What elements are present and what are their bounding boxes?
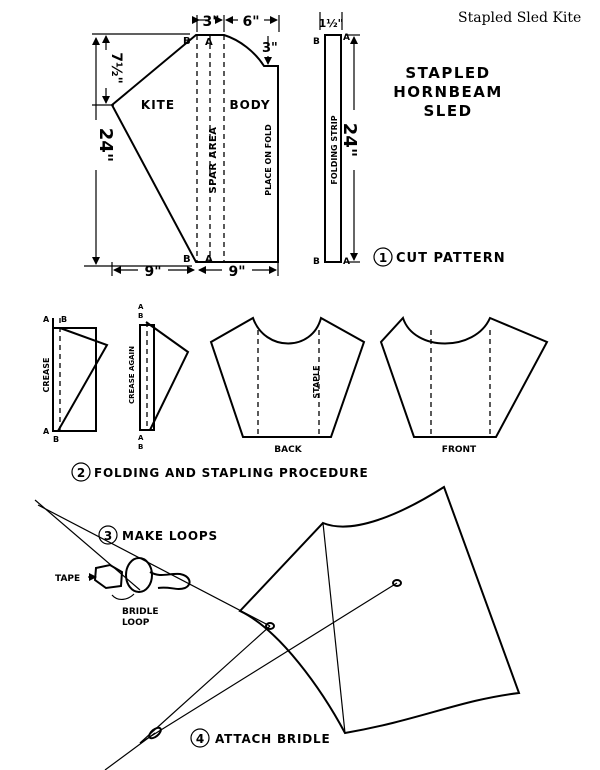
step-4-number: 4 bbox=[196, 732, 204, 746]
fold-2-flap bbox=[145, 321, 190, 431]
bridle-loop-label-2: LOOP bbox=[122, 618, 150, 628]
bridle-loop-arc bbox=[111, 593, 135, 600]
label-spar-area: SPAR AREA bbox=[208, 126, 219, 193]
front-label: FRONT bbox=[442, 445, 477, 455]
step-3-caption: 3 MAKE LOOPS bbox=[98, 525, 218, 545]
dim-notch: 3" bbox=[262, 41, 278, 56]
dim-side-upper: 7½" bbox=[108, 52, 124, 84]
fold-1-point-a: A bbox=[43, 315, 50, 324]
title-line-2: HORNBEAM bbox=[393, 83, 503, 101]
step-4-circle bbox=[190, 728, 210, 748]
page-header-title: Stapled Sled Kite bbox=[458, 10, 581, 26]
strip-point-a-top: A bbox=[343, 33, 350, 43]
kite-outline bbox=[238, 485, 521, 735]
dim-top-left: 3" bbox=[202, 14, 219, 30]
kite-spar-right bbox=[443, 486, 520, 694]
folding-strip: 1½" 24" FOLDING STRIP B A B A bbox=[313, 12, 360, 267]
dim-height: 24" bbox=[95, 128, 116, 162]
step-4-text: ATTACH BRIDLE bbox=[215, 732, 330, 746]
kite-pattern: 3" 6" 3" 7½" 24" 9" 9" B A B A KITE BODY… bbox=[84, 14, 280, 280]
fold-1-point-a-bottom: A bbox=[43, 427, 50, 436]
bridle-line-upper bbox=[34, 499, 141, 591]
fold-1-crease-label: CREASE bbox=[42, 358, 51, 393]
fold-1-flap bbox=[57, 327, 109, 432]
strip-dim-height: 24" bbox=[339, 123, 360, 157]
bridle-attachment-right bbox=[392, 579, 402, 587]
label-body: BODY bbox=[229, 98, 270, 112]
loop-knot bbox=[149, 571, 191, 590]
step-3-text: MAKE LOOPS bbox=[122, 529, 218, 543]
bridle-left-leg bbox=[139, 625, 271, 744]
assembled-kite bbox=[37, 485, 521, 770]
step-2-caption: 2 FOLDING AND STAPLING PROCEDURE bbox=[71, 462, 369, 482]
title-line-1: STAPLED bbox=[405, 64, 490, 82]
pattern-outline bbox=[110, 34, 279, 263]
step-4-caption: 4 ATTACH BRIDLE bbox=[190, 728, 330, 748]
title-line-3: SLED bbox=[423, 102, 472, 120]
dim-top-right: 6" bbox=[242, 14, 259, 30]
back-view-outline bbox=[209, 316, 366, 438]
dim-bottom-right: 9" bbox=[228, 264, 245, 280]
bridle-right-leg bbox=[139, 582, 398, 744]
step-1-text: CUT PATTERN bbox=[396, 251, 506, 266]
fold-2-crease-label: CREASE AGAIN bbox=[128, 346, 136, 404]
fold-2-point-b: B bbox=[138, 312, 143, 320]
bridle-ring bbox=[148, 726, 162, 740]
folding-diagrams: A B A B CREASE A B A B CREASE AGAIN BACK… bbox=[42, 303, 549, 455]
fold-2-point-a: A bbox=[138, 303, 144, 311]
step-2-number: 2 bbox=[77, 466, 85, 480]
point-a-top: A bbox=[205, 37, 213, 48]
strip-point-a-bottom: A bbox=[343, 257, 350, 267]
bridle-main-line bbox=[37, 504, 271, 627]
step-1-circle bbox=[373, 247, 393, 267]
label-kite: KITE bbox=[141, 98, 175, 112]
fold-2-point-b-bottom: B bbox=[138, 443, 143, 451]
dim-bottom-left: 9" bbox=[144, 264, 161, 280]
back-label: BACK bbox=[274, 445, 302, 455]
fold-1-rect bbox=[52, 327, 97, 432]
step-2-text: FOLDING AND STAPLING PROCEDURE bbox=[94, 466, 369, 480]
strip-label: FOLDING STRIP bbox=[330, 115, 339, 184]
loop-ring bbox=[125, 557, 153, 593]
step-3-circle bbox=[98, 525, 118, 545]
step-1-caption: 1 CUT PATTERN bbox=[373, 247, 506, 267]
fold-1-point-b: B bbox=[61, 315, 67, 324]
strip-dim-width: 1½" bbox=[319, 17, 344, 30]
point-b-bottom: B bbox=[183, 254, 191, 265]
step-2-circle bbox=[71, 462, 91, 482]
loops-illustration: TAPE BRIDLE LOOP bbox=[34, 499, 191, 628]
kite-spar-left bbox=[322, 522, 346, 734]
staple-label: STAPLE bbox=[312, 365, 321, 398]
tape-label: TAPE bbox=[55, 574, 80, 584]
step-1-number: 1 bbox=[379, 251, 387, 265]
fold-1-point-b-bottom: B bbox=[53, 435, 59, 444]
bridle-attachment-left bbox=[265, 622, 275, 630]
tow-line bbox=[104, 732, 156, 770]
fold-2-point-a-bottom: A bbox=[138, 434, 144, 442]
label-place-on-fold: PLACE ON FOLD bbox=[264, 124, 273, 196]
strip-point-b-bottom: B bbox=[313, 257, 320, 267]
point-a-bottom: A bbox=[205, 254, 213, 265]
tape-piece bbox=[93, 563, 124, 590]
bridle-loop-label-1: BRIDLE bbox=[122, 607, 159, 617]
strip-outline bbox=[324, 34, 342, 263]
main-title: STAPLED HORNBEAM SLED bbox=[393, 64, 503, 120]
step-3-number: 3 bbox=[104, 529, 112, 543]
front-view-outline bbox=[379, 316, 549, 438]
point-b-top: B bbox=[183, 36, 191, 47]
strip-point-b-top: B bbox=[313, 37, 320, 47]
